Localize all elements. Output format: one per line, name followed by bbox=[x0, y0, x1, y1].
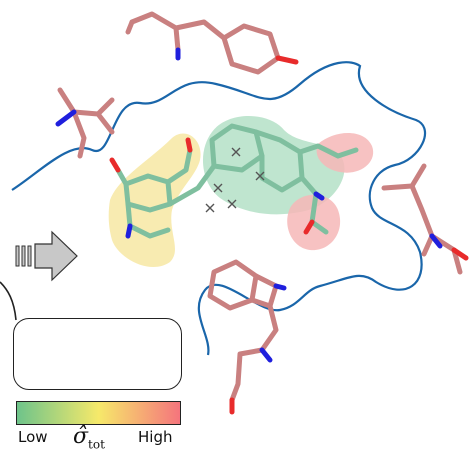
colorbar-frame bbox=[16, 401, 181, 425]
binding-pocket-outline bbox=[11, 61, 427, 356]
colorbar-symbol: σ̂tot bbox=[73, 424, 105, 451]
residue-left bbox=[57, 87, 115, 159]
residue-right-atoms bbox=[429, 233, 469, 261]
colorbar-low-label: Low bbox=[18, 428, 48, 446]
colorbar-symbol-main: σ̂ bbox=[73, 424, 89, 449]
residue-left-atoms bbox=[55, 109, 77, 127]
residue-tryptophan-bottom bbox=[207, 259, 279, 403]
pseudo-atom-markers bbox=[205, 147, 265, 213]
highlight-mid-region bbox=[108, 133, 201, 267]
ligand-heteroatoms bbox=[109, 137, 325, 239]
process-arrow-icon bbox=[15, 230, 78, 282]
residue-tyrosine-atoms bbox=[175, 47, 299, 65]
colorbar-gradient bbox=[16, 401, 181, 425]
residue-tyrosine-top bbox=[125, 11, 281, 75]
colorbar-symbol-subscript: tot bbox=[88, 437, 105, 452]
colorbar-high-label: High bbox=[138, 428, 173, 446]
residue-right bbox=[381, 163, 463, 275]
uncertainty-highlights bbox=[108, 116, 374, 267]
formula-box bbox=[13, 318, 182, 390]
connector-curve bbox=[0, 281, 17, 321]
residue-tryptophan-atoms bbox=[229, 283, 287, 415]
